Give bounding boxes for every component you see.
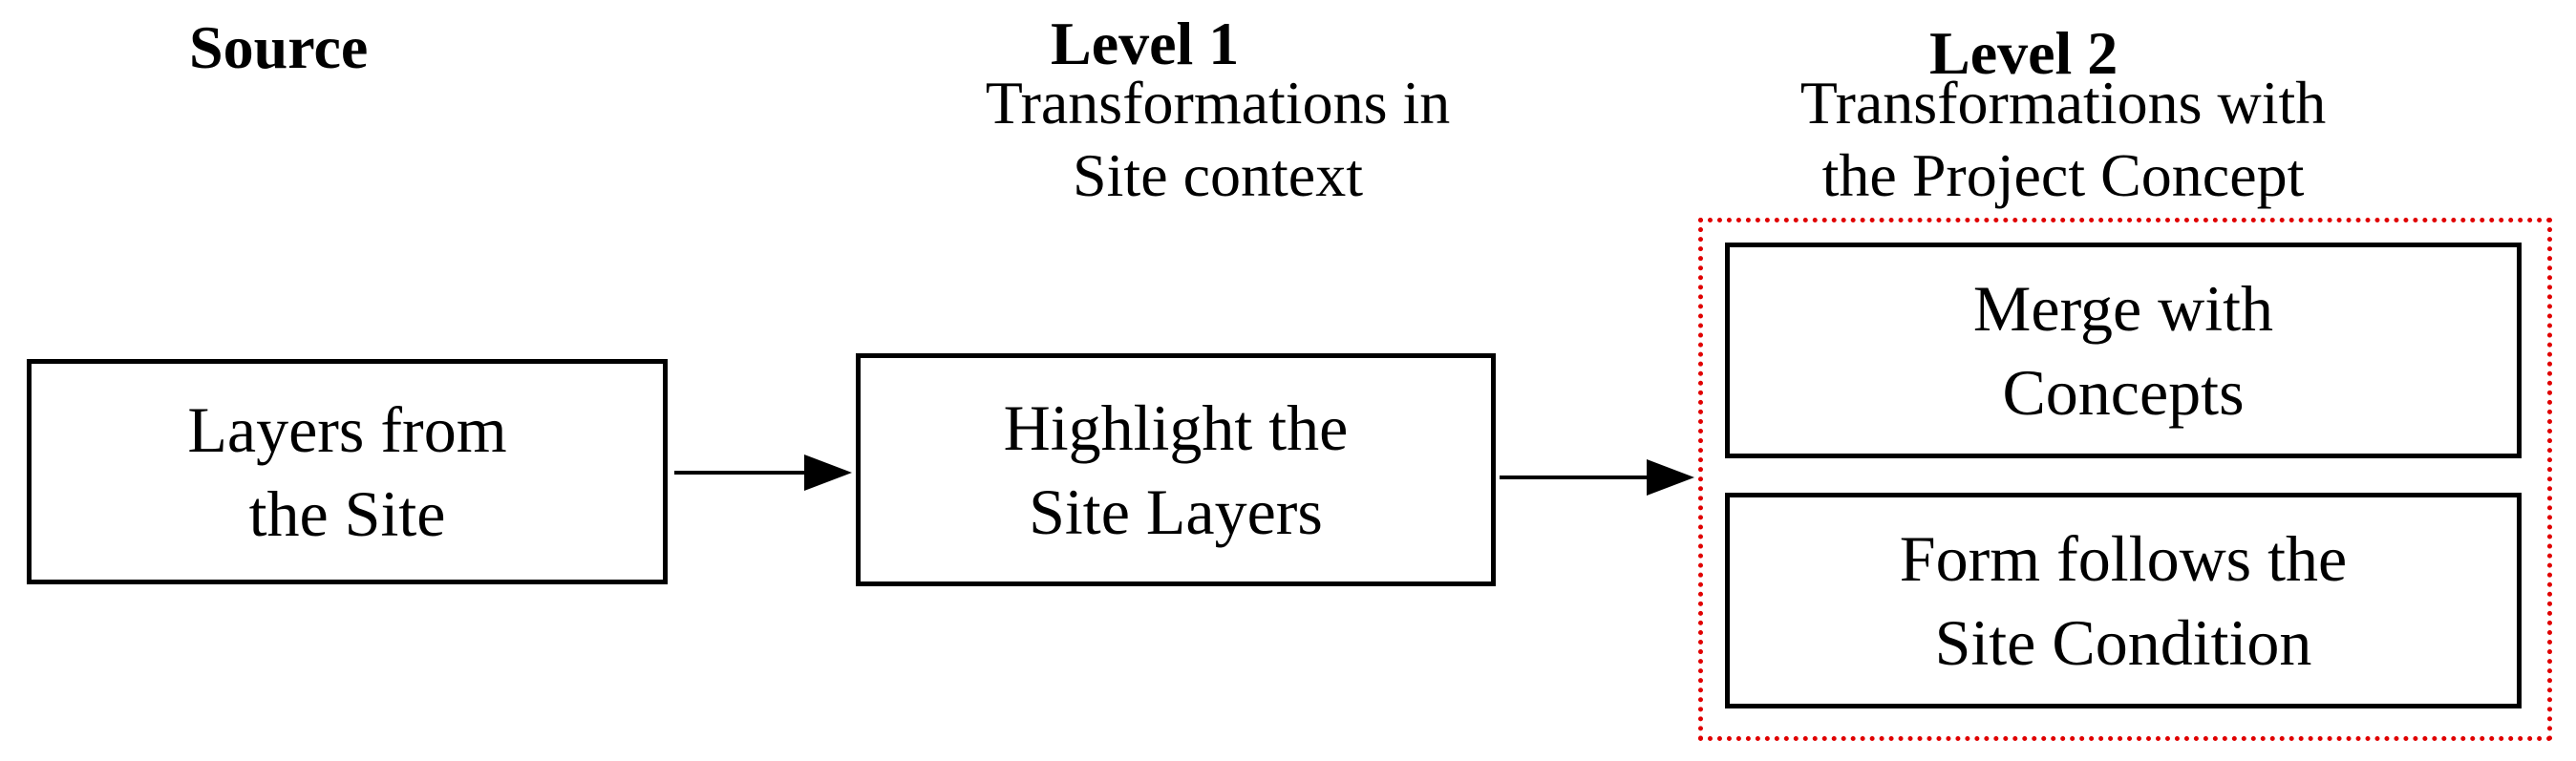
box-line: Site Condition xyxy=(1934,606,2312,679)
box-line: Site Layers xyxy=(1029,476,1323,548)
arrow-source-to-level1 xyxy=(674,454,852,491)
box-line: Merge with xyxy=(1972,272,2274,345)
arrowhead-icon xyxy=(804,454,852,491)
box-line: Layers from xyxy=(187,393,507,466)
level1-box-text: Highlight the Site Layers xyxy=(1004,386,1349,554)
box-line: Concepts xyxy=(2002,356,2245,429)
source-heading: Source xyxy=(189,13,369,81)
source-box-text: Layers from the Site xyxy=(187,388,506,556)
level2-bottom-box-text: Form follows the Site Condition xyxy=(1900,517,2347,685)
box-line: Form follows the xyxy=(1899,522,2348,595)
level2-top-box: Merge with Concepts xyxy=(1725,243,2522,458)
level1-heading: Level 1 xyxy=(1051,10,1240,77)
box-line: Highlight the xyxy=(1003,391,1349,464)
arrowhead-icon xyxy=(1647,459,1694,496)
level1-subheading: Transformations in Site context xyxy=(936,67,1500,212)
level2-subheading-line: the Project Concept xyxy=(1821,141,2305,209)
level2-subheading-line: Transformations with xyxy=(1799,69,2327,137)
level1-subheading-line: Site context xyxy=(1073,141,1363,209)
level2-subheading: Transformations with the Project Concept xyxy=(1757,67,2369,212)
source-box: Layers from the Site xyxy=(27,359,668,584)
level2-group-frame xyxy=(1698,218,2552,741)
box-line: the Site xyxy=(248,477,446,550)
level2-bottom-box: Form follows the Site Condition xyxy=(1725,493,2522,708)
arrow-level1-to-level2 xyxy=(1500,459,1694,496)
level1-box: Highlight the Site Layers xyxy=(856,353,1496,586)
level1-subheading-line: Transformations in xyxy=(985,69,1451,137)
level2-heading: Level 2 xyxy=(1929,19,2118,87)
level2-top-box-text: Merge with Concepts xyxy=(1973,266,2273,434)
